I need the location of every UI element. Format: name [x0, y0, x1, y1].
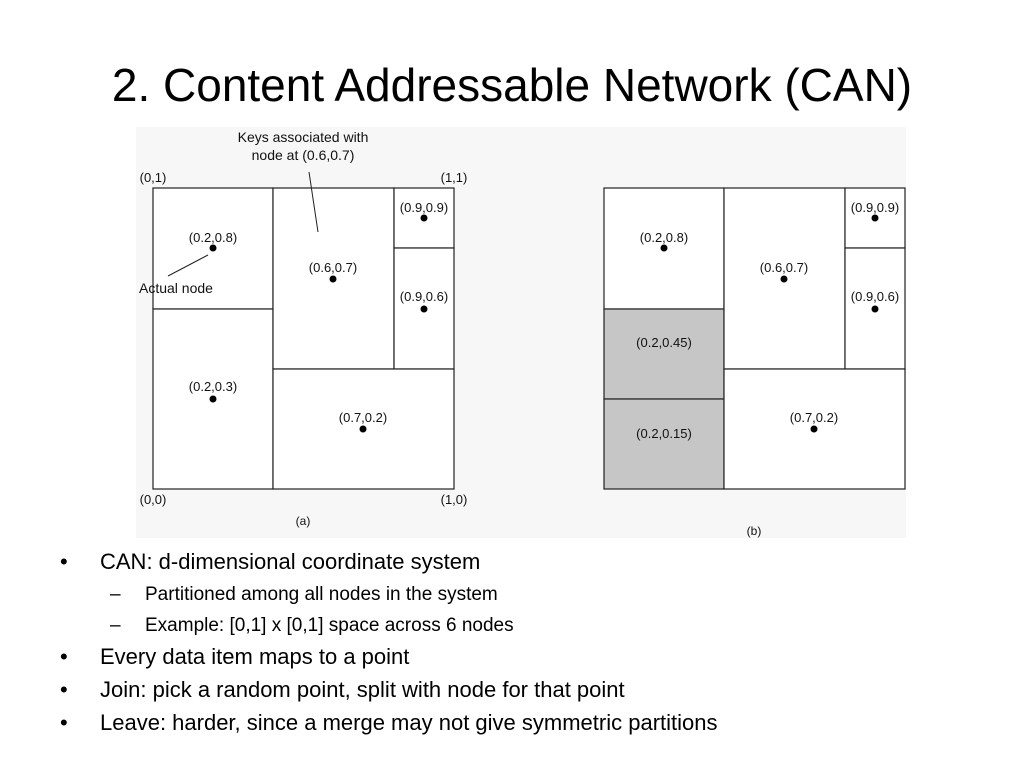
node-label: (0.9,0.9) [851, 200, 899, 215]
corner-label: (0,0) [140, 492, 167, 507]
node-point [329, 275, 337, 283]
node-label: (0.7,0.2) [790, 410, 838, 425]
node-label: (0.9,0.9) [400, 200, 448, 215]
corner-label: (0,1) [140, 170, 167, 185]
node-point [420, 305, 428, 313]
keys-annotation-line1: Keys associated with [238, 129, 369, 145]
sub-bullet-text: Example: [0,1] x [0,1] space across 6 no… [145, 615, 514, 636]
node-label: (0.6,0.7) [309, 260, 357, 275]
node-label: (0.7,0.2) [339, 410, 387, 425]
node-label: (0.2,0.8) [189, 230, 237, 245]
node-label: (0.2,0.8) [640, 230, 688, 245]
node-label: (0.2,0.15) [636, 426, 692, 441]
bullet-item: • Every data item maps to a point [60, 643, 980, 671]
node-point [810, 425, 818, 433]
node-point [871, 305, 879, 313]
figure-a: (0.2,0.8) (0.6,0.7) (0.9,0.9) (0.9,0.6) … [139, 129, 467, 528]
bullet-text: CAN: d-dimensional coordinate system [100, 549, 481, 574]
node-point [209, 244, 217, 252]
bullet-marker: • [60, 644, 68, 669]
bullet-marker: • [60, 710, 68, 735]
node-label: (0.2,0.3) [189, 379, 237, 394]
node-point [780, 275, 788, 283]
node-point [359, 425, 367, 433]
figure-b-caption: (b) [747, 524, 762, 538]
node-label: (0.9,0.6) [851, 289, 899, 304]
figure-a-caption: (a) [296, 514, 311, 528]
node-label: (0.2,0.45) [636, 335, 692, 350]
zone-b-0.2-0.45 [603, 308, 725, 400]
bullet-text: Join: pick a random point, split with no… [100, 677, 625, 702]
bullet-item: • CAN: d-dimensional coordinate system [60, 548, 980, 576]
bullet-marker: • [60, 549, 68, 574]
keys-annotation-line2: node at (0.6,0.7) [252, 147, 355, 163]
node-point [871, 214, 879, 222]
bullet-marker: • [60, 677, 68, 702]
sub-bullet-item: – Partitioned among all nodes in the sys… [60, 582, 980, 607]
node-point [660, 244, 668, 252]
bullet-text: Every data item maps to a point [100, 644, 410, 669]
actual-node-annotation: Actual node [139, 280, 213, 296]
zone-b-0.2-0.15 [603, 398, 725, 490]
keys-pointer-line [308, 171, 319, 233]
sub-bullet-marker: – [110, 615, 121, 636]
slide-title: 2. Content Addressable Network (CAN) [111, 59, 913, 111]
node-label: (0.6,0.7) [760, 260, 808, 275]
node-point [209, 395, 217, 403]
bullet-text: Leave: harder, since a merge may not giv… [100, 710, 718, 735]
corner-label: (1,0) [441, 492, 468, 507]
corner-label: (1,1) [441, 170, 468, 185]
bullet-item: • Leave: harder, since a merge may not g… [60, 709, 980, 737]
sub-bullet-item: – Example: [0,1] x [0,1] space across 6 … [60, 613, 980, 638]
actual-node-pointer-line [167, 254, 209, 277]
sub-bullet-text: Partitioned among all nodes in the syste… [145, 584, 498, 605]
bullet-item: • Join: pick a random point, split with … [60, 676, 980, 704]
sub-bullet-marker: – [110, 584, 121, 605]
figure-b: (0.2,0.8) (0.6,0.7) (0.9,0.9) (0.9,0.6) … [603, 187, 906, 538]
node-label: (0.9,0.6) [400, 289, 448, 304]
bullet-list: • CAN: d-dimensional coordinate system –… [60, 543, 980, 737]
node-point [420, 214, 428, 222]
